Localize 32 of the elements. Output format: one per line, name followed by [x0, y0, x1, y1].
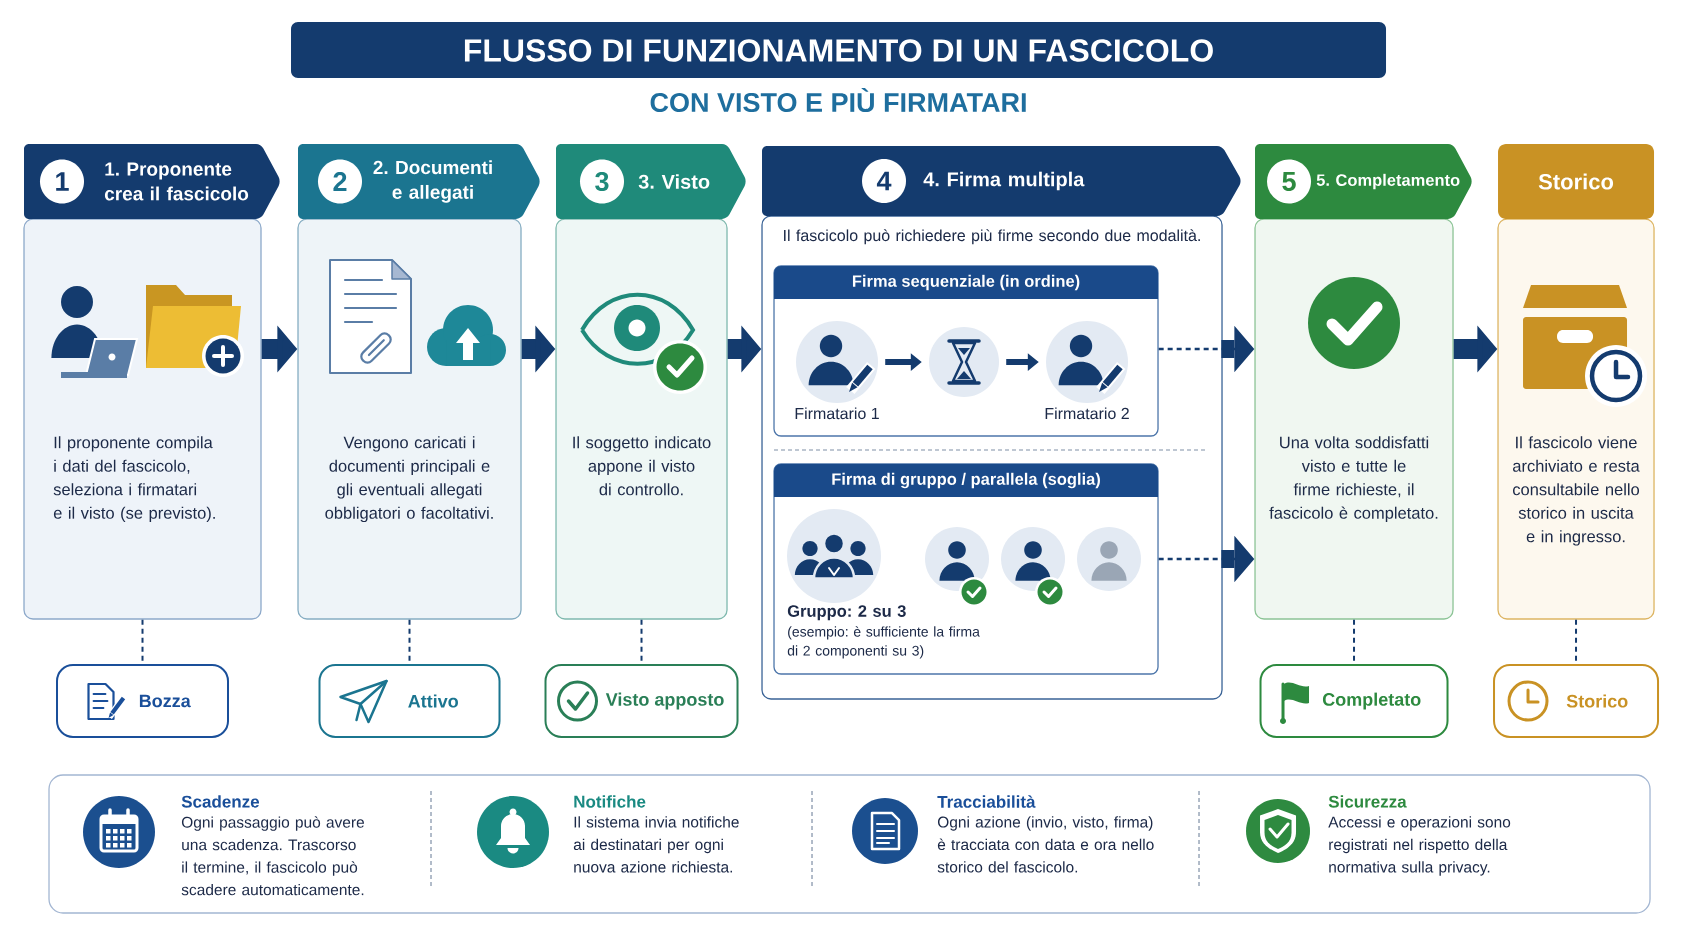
step-number: 3	[580, 159, 624, 204]
description-text: Il fascicolo può richiedere più firme secondo due modalità.	[784, 229, 1200, 245]
info-heading: Notifiche	[574, 795, 646, 808]
step-number: 4	[862, 159, 906, 203]
info-heading: Sicurezza	[1328, 795, 1407, 808]
hourglass-icon	[929, 327, 999, 397]
description-text: Il fascicolo viene archiviato e resta consultabile nello storico in uscita e in ingresso.	[1513, 436, 1640, 546]
status-badge: Completato	[1259, 664, 1449, 738]
title-banner: FLUSSO DI FUNZIONAMENTO DI UN FASCICOLO	[291, 22, 1386, 78]
status-badge: Storico	[1493, 664, 1659, 738]
step-header: Storico	[1498, 144, 1654, 219]
description-text: Vengono caricati i documenti principali e gli eventuali allegati obbligatori o facoltativi.	[325, 436, 493, 523]
group-label: Gruppo: 2 su 3	[787, 605, 906, 621]
status-badge: Attivo	[318, 664, 501, 738]
signer-label: Firmatario 2	[1045, 407, 1129, 420]
info-text: Ogni azione (invio, visto, firma) è tracciata con data e ora nello storico del fascicolo.	[937, 816, 1154, 873]
description-text: Il soggetto indicato appone il visto di controllo.	[573, 436, 711, 496]
info-text: Ogni passaggio può avere una scadenza. Trascorso il termine, il fascicolo può scadere automaticamente.	[181, 816, 364, 896]
status-badge: Bozza	[56, 664, 229, 738]
description-text: Una volta soddisfatti visto e tutte le firme richieste, il fascicolo è completato.	[1269, 436, 1438, 523]
step-number: 1	[40, 159, 84, 204]
info-heading: Tracciabilità	[937, 795, 1036, 808]
step-number: 2	[318, 159, 362, 204]
info-text: Accessi e operazioni sono registrati nel rispetto della normativa sulla privacy.	[1328, 816, 1511, 876]
description-text: Il proponente compila i dati del fascicolo, seleziona i firmatari e il visto (se previsto).	[53, 436, 215, 523]
info-text: Il sistema invia notifiche ai destinatari per ogni nuova azione richiesta.	[573, 816, 739, 873]
signer-label: Firmatario 1	[795, 407, 879, 420]
note-text: (esempio: è sufficiente la firma di 2 componenti su 3)	[787, 626, 980, 659]
info-heading: Scadenze	[181, 795, 260, 808]
step-number: 5	[1267, 159, 1311, 204]
subtitle: CON VISTO E PIÙ FIRMATARI	[650, 87, 1026, 113]
status-badge: Visto apposto	[544, 664, 739, 738]
